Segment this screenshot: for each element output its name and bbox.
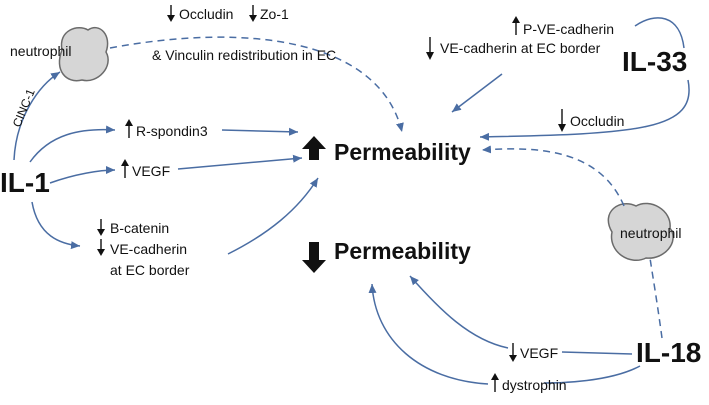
- occludin-top-down-arrow: [167, 5, 175, 22]
- cinc1-label: CINC-1: [10, 86, 38, 129]
- dystrophin-label: dystrophin: [502, 377, 567, 393]
- permeability-up-arrow: [302, 136, 326, 160]
- r-spondin3-up-arrow: [125, 119, 133, 138]
- edge-vecadherin-il33-permeability: [451, 73, 503, 113]
- zo1-down-arrow: [249, 5, 257, 22]
- zo1-label: Zo-1: [260, 6, 289, 22]
- edge-il18-dystrophin: [543, 365, 641, 384]
- vegf-il1-up-arrow: [121, 159, 129, 178]
- edge-vegf-decrease-permeability: [409, 275, 509, 349]
- occludin-top-label: Occludin: [179, 6, 233, 22]
- b-catenin-label: B-catenin: [110, 220, 169, 236]
- edge-rspondin3-permeability: [221, 127, 299, 136]
- permeability-down-arrow: [302, 242, 326, 273]
- dystrophin-up-arrow: [491, 373, 499, 392]
- vegf-il18-down-arrow: [509, 343, 517, 362]
- r-spondin3-label: R-spondin3: [136, 123, 208, 139]
- il18-node: IL-18: [636, 337, 701, 368]
- il1-node: IL-1: [0, 167, 50, 198]
- vinculin-label: & Vinculin redistribution in EC: [152, 47, 336, 63]
- permeability-decrease-label: Permeability: [334, 238, 471, 264]
- edge-il33-permeability: [479, 79, 690, 141]
- at-ec-border-label: at EC border: [110, 262, 190, 278]
- neutrophil-right-label: neutrophil: [620, 225, 682, 241]
- edge-il1-rspondin3: [29, 125, 116, 163]
- il33-node: IL-33: [622, 46, 687, 77]
- p-ve-cadherin-up-arrow: [512, 16, 520, 35]
- edge-il18-vegf: [561, 351, 633, 355]
- edge-il1-bcatenin: [31, 201, 81, 250]
- occludin-il33-down-arrow: [558, 109, 566, 132]
- edge-il18-neutrophil-permeability: [482, 149, 663, 339]
- ve-cadherin-il1-down-arrow: [97, 239, 105, 256]
- edge-dystrophin-decrease-permeability: [368, 283, 489, 385]
- vegf-il1-label: VEGF: [132, 163, 170, 179]
- b-catenin-down-arrow: [97, 219, 105, 236]
- ve-cadherin-il33-label: VE-cadherin at EC border: [440, 40, 601, 56]
- edge-il33-pvecadherin: [634, 17, 685, 49]
- p-ve-cadherin-label: P-VE-cadherin: [523, 21, 614, 37]
- occludin-il33-label: Occludin: [570, 113, 624, 129]
- neutrophil-left-label: neutrophil: [10, 43, 72, 59]
- edge-il1-vegf: [49, 166, 116, 184]
- vegf-il18-label: VEGF: [520, 345, 558, 361]
- neutrophil-cell-right: [607, 202, 674, 261]
- edge-vecadherin-permeability: [227, 177, 319, 255]
- permeability-increase-label: Permeability: [334, 139, 471, 165]
- ve-cadherin-il1-label: VE-cadherin: [110, 241, 187, 257]
- ve-cadherin-il33-down-arrow: [426, 37, 434, 60]
- edge-vegf-permeability: [177, 154, 303, 170]
- neutrophil-cell-left: [58, 27, 109, 82]
- edge-il1-cinc1-neutrophil: [13, 71, 61, 161]
